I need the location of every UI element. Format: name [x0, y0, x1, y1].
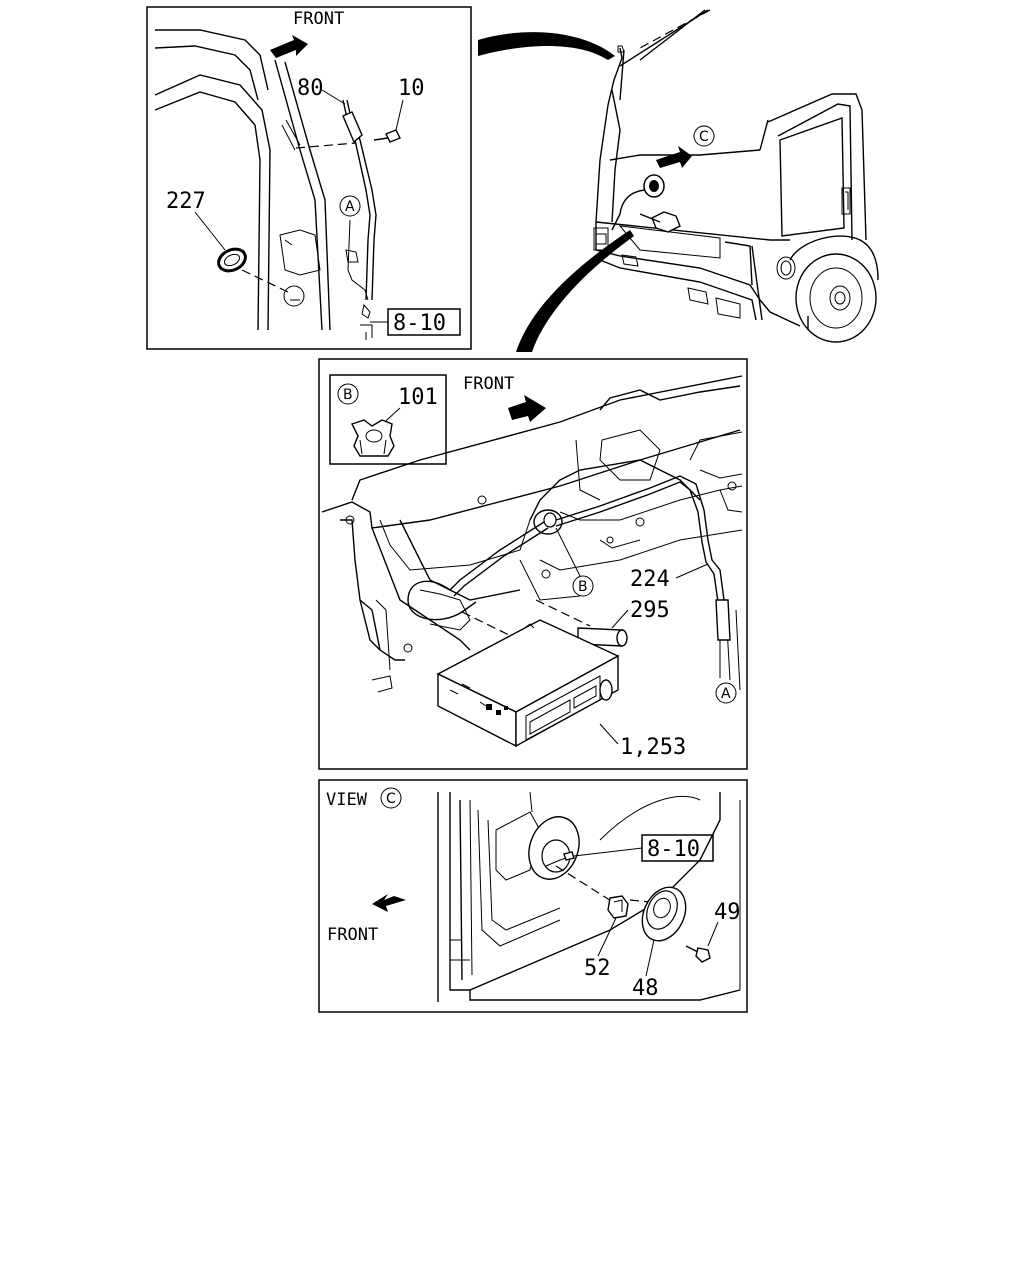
callout-1253: 1,253	[620, 735, 686, 760]
ref-circle-a-middle	[715, 682, 737, 704]
ref-circle-a-top-text: A	[345, 199, 355, 215]
grommet-227	[217, 247, 289, 293]
front-label-bottom: FRONT	[327, 925, 378, 945]
ref-circle-c-view-text: C	[386, 791, 396, 807]
clip-52	[607, 895, 629, 919]
leader-49	[707, 921, 719, 947]
leader-80	[321, 89, 346, 105]
ref-circle-c-truck	[693, 125, 715, 147]
front-arrow-top-icon	[270, 35, 308, 58]
pointer-arrow-top	[478, 32, 615, 60]
connector-295	[577, 627, 628, 647]
front-label-middle: FRONT	[463, 374, 514, 394]
radio-panel-frame	[318, 358, 748, 770]
clip-101	[351, 419, 395, 457]
dashboard-frame-drawing	[321, 375, 743, 693]
antenna-detail-panel: FRONT	[146, 6, 472, 350]
antenna-panel-frame	[146, 6, 472, 350]
leader-295	[611, 609, 629, 629]
callout-227: 227	[166, 189, 206, 214]
antenna-80	[342, 99, 377, 319]
ref-circle-c-truck-text: C	[699, 129, 709, 145]
ref-box-8-10-bottom-text: 8-10	[647, 837, 700, 862]
speaker-panel-frame	[318, 779, 748, 1013]
leader-224	[675, 563, 709, 579]
connector-end	[360, 324, 373, 340]
ref-circle-c-view	[380, 787, 402, 809]
callout-49: 49	[714, 900, 741, 925]
callout-48: 48	[632, 976, 659, 1001]
leader-b	[555, 527, 581, 577]
ref-circle-b	[572, 575, 594, 597]
clip-leader-dash	[629, 899, 651, 903]
leader-1253	[599, 723, 619, 745]
ref-circle-b-text: B	[578, 579, 588, 595]
callout-52: 52	[584, 956, 611, 981]
connector-leader-dash	[535, 599, 591, 627]
leader-10	[395, 99, 404, 131]
radio-unit-1253	[436, 619, 620, 748]
radio-installation-panel: B 101 FRONT	[318, 358, 748, 770]
ref-circle-a-top	[339, 195, 361, 217]
callout-295: 295	[630, 598, 670, 623]
ref-box-8-10-top-text: 8-10	[393, 311, 446, 336]
front-arrow-middle-icon	[508, 395, 546, 422]
callout-10: 10	[398, 76, 425, 101]
leader-8-10-bottom	[573, 847, 643, 857]
view-label: VIEW	[326, 790, 368, 810]
speaker-leader-dash	[555, 865, 617, 905]
ref-circle-a-middle-text: A	[721, 686, 731, 702]
ref-circle-b-inset	[337, 383, 359, 405]
cab-pillar-drawing	[154, 29, 331, 331]
antenna-cable-224	[407, 475, 731, 678]
pointer-arrow-middle	[516, 230, 634, 352]
truck-front-view: C	[593, 9, 879, 343]
callout-80: 80	[297, 76, 324, 101]
speaker-view-c-panel: VIEW C FRONT	[318, 779, 748, 1013]
speaker-48	[641, 886, 687, 942]
leader-227	[194, 211, 226, 251]
door-panel-drawing	[437, 791, 741, 1002]
antenna-leader-dash	[295, 142, 357, 149]
callout-101: 101	[398, 385, 438, 410]
view-c-arrow-icon	[656, 146, 692, 168]
speaker-opening	[528, 816, 580, 880]
ref-circle-b-inset-text: B	[343, 387, 353, 403]
front-arrow-bottom-icon	[372, 894, 406, 912]
front-label-top: FRONT	[293, 9, 344, 29]
leader-48	[645, 939, 655, 977]
bolt-10	[373, 129, 401, 143]
screw-49	[685, 945, 711, 963]
callout-224: 224	[630, 567, 670, 592]
leader-52	[597, 917, 617, 957]
clip-inset-frame	[329, 374, 447, 465]
